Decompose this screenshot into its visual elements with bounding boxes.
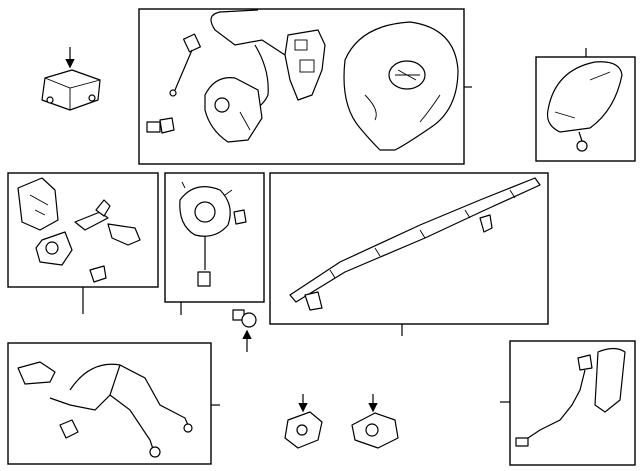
group-1-driver-airbag	[138, 8, 472, 165]
group-10-sensor	[351, 394, 399, 449]
bolt-8	[89, 265, 107, 283]
harness-connector-11	[59, 419, 79, 439]
group-2-clock-spring	[164, 172, 265, 315]
group-4-box	[535, 56, 636, 162]
harness-connector	[183, 33, 201, 53]
group-9-sensor	[284, 394, 323, 449]
group-5-seat-airbag	[500, 340, 636, 466]
group-6-box	[269, 172, 549, 325]
clock-spring-connector	[197, 271, 211, 287]
curtain-airbag	[289, 177, 541, 303]
bolt-1	[146, 121, 161, 133]
clip	[233, 209, 247, 225]
group-11-box	[7, 342, 212, 465]
group-3-bolt	[232, 309, 257, 352]
sensor-unit	[41, 69, 101, 111]
harness-main	[49, 363, 191, 456]
bolt-4	[576, 140, 588, 152]
group-8-side-sensor	[7, 172, 159, 314]
seat-airbag	[594, 347, 626, 413]
group-11-harness	[7, 342, 220, 465]
clip-5	[577, 354, 593, 371]
group-5-box	[509, 340, 636, 466]
bracket-6b	[304, 291, 323, 311]
lower-cover	[204, 77, 263, 143]
group-4-passenger-airbag	[535, 48, 636, 162]
group-2-box	[164, 172, 265, 303]
switch-assembly	[284, 29, 326, 101]
lever	[74, 211, 109, 231]
bracket	[17, 177, 59, 231]
seat-airbag-wire	[524, 369, 586, 441]
passenger-airbag	[546, 61, 623, 133]
bracket-6a	[479, 214, 493, 233]
seat-airbag-connector	[515, 437, 529, 447]
harness-wire	[210, 9, 286, 56]
group-7-sensor-unit	[41, 47, 101, 111]
harness-module	[17, 361, 56, 385]
group-6-curtain-airbag	[269, 172, 549, 336]
